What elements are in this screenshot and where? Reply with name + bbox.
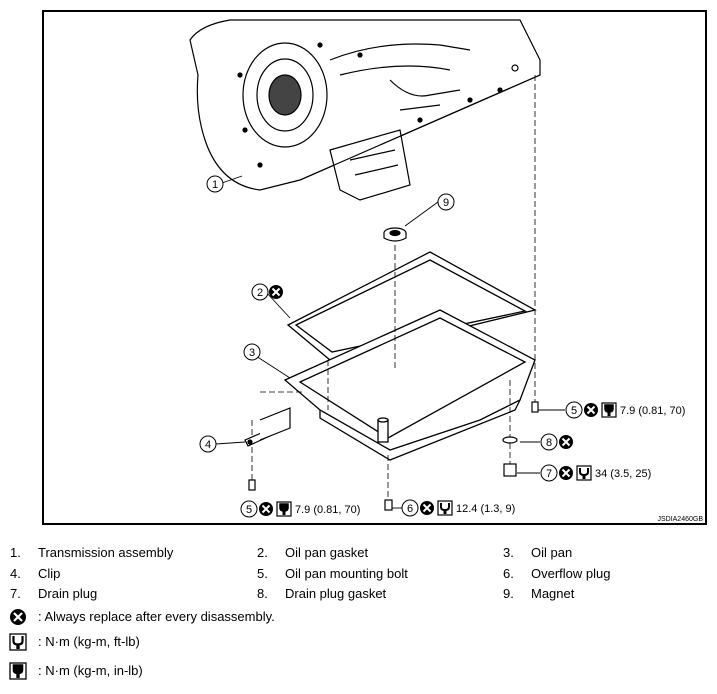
clip	[244, 407, 291, 447]
callout-9: 9	[443, 197, 449, 209]
bolt-5a	[531, 401, 539, 413]
drain-plug	[503, 463, 517, 477]
callout-4: 4	[205, 439, 211, 451]
diagram-code: JSDIA2460GB	[657, 516, 703, 523]
torque-5b: 7.9 (0.81, 70)	[295, 504, 360, 516]
callout-7: 7	[546, 468, 552, 480]
callout-5b: 5	[246, 504, 252, 516]
callout-5a: 5	[571, 405, 577, 417]
exploded-view-diagram: 1 9 2 3 4 5 8 7 6 5 7.9 (0.81, 70) 34 (3…	[189, 19, 685, 518]
callout-6: 6	[407, 503, 413, 515]
diagram-frame	[42, 10, 707, 525]
torque-inlb-icon	[9, 662, 27, 680]
callout-1: 1	[212, 179, 218, 191]
oil-pan	[283, 309, 536, 461]
torque-6: 12.4 (1.3, 9)	[456, 503, 515, 515]
replace-icon	[10, 609, 26, 625]
callout-2: 2	[257, 287, 263, 299]
magnet	[383, 227, 407, 242]
torque-5a: 7.9 (0.81, 70)	[620, 405, 685, 417]
drain-plug-gasket	[502, 436, 518, 444]
torque-7: 34 (3.5, 25)	[595, 468, 651, 480]
overflow-plug	[384, 499, 393, 511]
torque-ftlb-icon	[9, 633, 27, 651]
callout-3: 3	[249, 347, 255, 359]
transmission-assembly	[189, 19, 541, 201]
bolt-5b	[248, 479, 256, 491]
callout-8: 8	[546, 437, 552, 449]
